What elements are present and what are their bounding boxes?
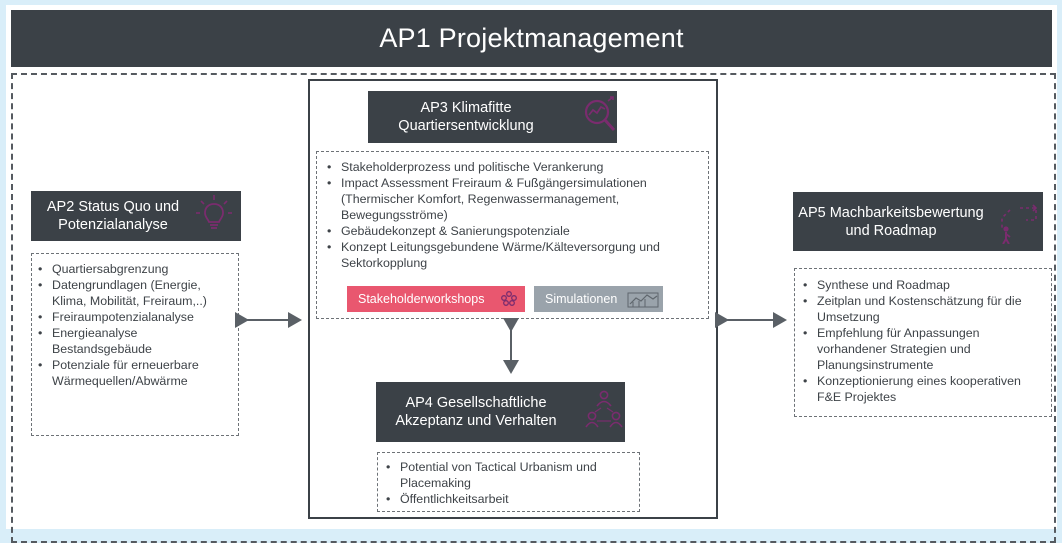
ap5-title-line2: und Roadmap [845,222,937,239]
list-item: Zeitplan und Kostenschätzung für die Ums… [799,293,1043,325]
simulation-chart-icon [627,289,659,309]
ap1-title: AP1 Projektmanagement [379,23,684,53]
tag-label: Simulationen [545,292,618,306]
list-item: Energieanalyse Bestandsgebäude [34,325,232,357]
list-item: Empfehlung für Anpassungen vorhandener S… [799,325,1043,373]
ap1-title-bar: AP1 Projektmanagement [11,10,1052,67]
people-network-icon [584,389,624,433]
ap4-list: Potential von Tactical Urbanism und Plac… [382,459,631,507]
ap3-title-line2: Quartiersentwicklung [398,118,534,134]
list-item: Potential von Tactical Urbanism und Plac… [382,459,631,491]
list-item: Konzeptionierung eines kooperativen F&E … [799,373,1043,405]
magnifier-chart-icon [578,95,622,139]
tag-label: Stakeholderworkshops [358,292,485,306]
list-item: Impact Assessment Freiraum & Fußgängersi… [323,175,698,223]
group-icon [499,290,519,308]
list-item: Quartiersabgrenzung [34,261,232,277]
ap3-header: AP3 Klimafitte Quartiersentwicklung [368,91,617,143]
list-item: Synthese und Roadmap [799,277,1043,293]
lightbulb-icon [194,193,234,237]
ap3-title-line1: AP3 Klimafitte [420,100,512,116]
list-item: Konzept Leitungsgebundene Wärme/Kältever… [323,239,698,271]
ap5-title-line1: AP5 Machbarkeitsbewertung [798,204,984,221]
ap5-list: Synthese und Roadmap Zeitplan und Kosten… [799,277,1043,405]
ap3-list: Stakeholderprozess und politische Verank… [323,159,698,271]
list-item: Potenziale für erneuerbare Wärmequellen/… [34,357,232,389]
ap4-title-line2: Akzeptanz und Verhalten [395,413,557,429]
list-item: Freiraumpotenzialanalyse [34,309,232,325]
ap2-title-line2: Potenzialanalyse [58,217,168,233]
ap4-header: AP4 Gesellschaftliche Akzeptanz und Verh… [376,382,625,442]
list-item: Datengrundlagen (Energie, Klima, Mobilit… [34,277,232,309]
ap4-content-box: Potential von Tactical Urbanism und Plac… [377,452,640,512]
simulationen-tag: Simulationen [534,286,663,312]
diagram-canvas: AP1 Projektmanagement AP3 Klimafitte Qua… [0,0,1062,529]
ap4-title-line1: AP4 Gesellschaftliche [405,395,547,411]
ap2-list: Quartiersabgrenzung Datengrundlagen (Ene… [34,261,232,389]
ap2-title-line1: AP2 Status Quo und [46,199,180,215]
list-item: Stakeholderprozess und politische Verank… [323,159,698,175]
ap2-header: AP2 Status Quo und Potenzialanalyse [31,191,241,241]
route-walker-icon [998,200,1042,244]
ap5-content-box: Synthese und Roadmap Zeitplan und Kosten… [794,268,1052,417]
list-item: Öffentlichkeitsarbeit [382,491,631,507]
stakeholderworkshops-tag: Stakeholderworkshops [347,286,525,312]
connector-arrows [235,312,787,374]
list-item: Gebäudekonzept & Sanierungspotenziale [323,223,698,239]
ap2-content-box: Quartiersabgrenzung Datengrundlagen (Ene… [31,253,239,436]
